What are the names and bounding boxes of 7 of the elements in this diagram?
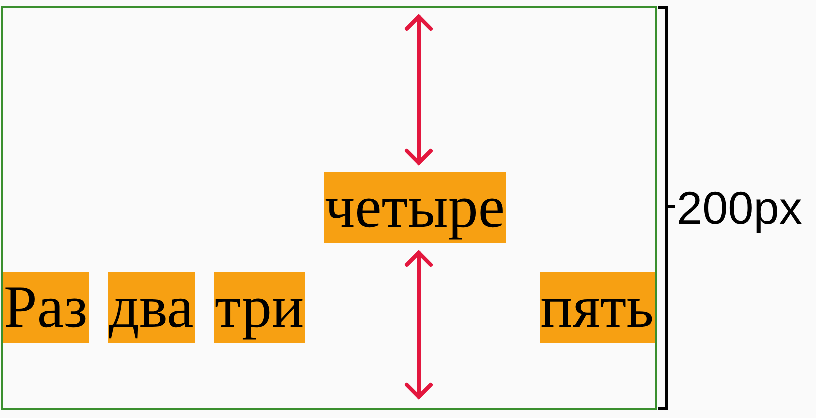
dimension-label: 200px (677, 183, 802, 233)
flex-item: Раз (3, 272, 89, 343)
flex-item: пять (540, 272, 655, 343)
flex-item: четыре (324, 172, 506, 243)
flex-item: три (214, 272, 306, 343)
container-frame (1, 6, 657, 410)
flex-item: два (108, 272, 195, 343)
